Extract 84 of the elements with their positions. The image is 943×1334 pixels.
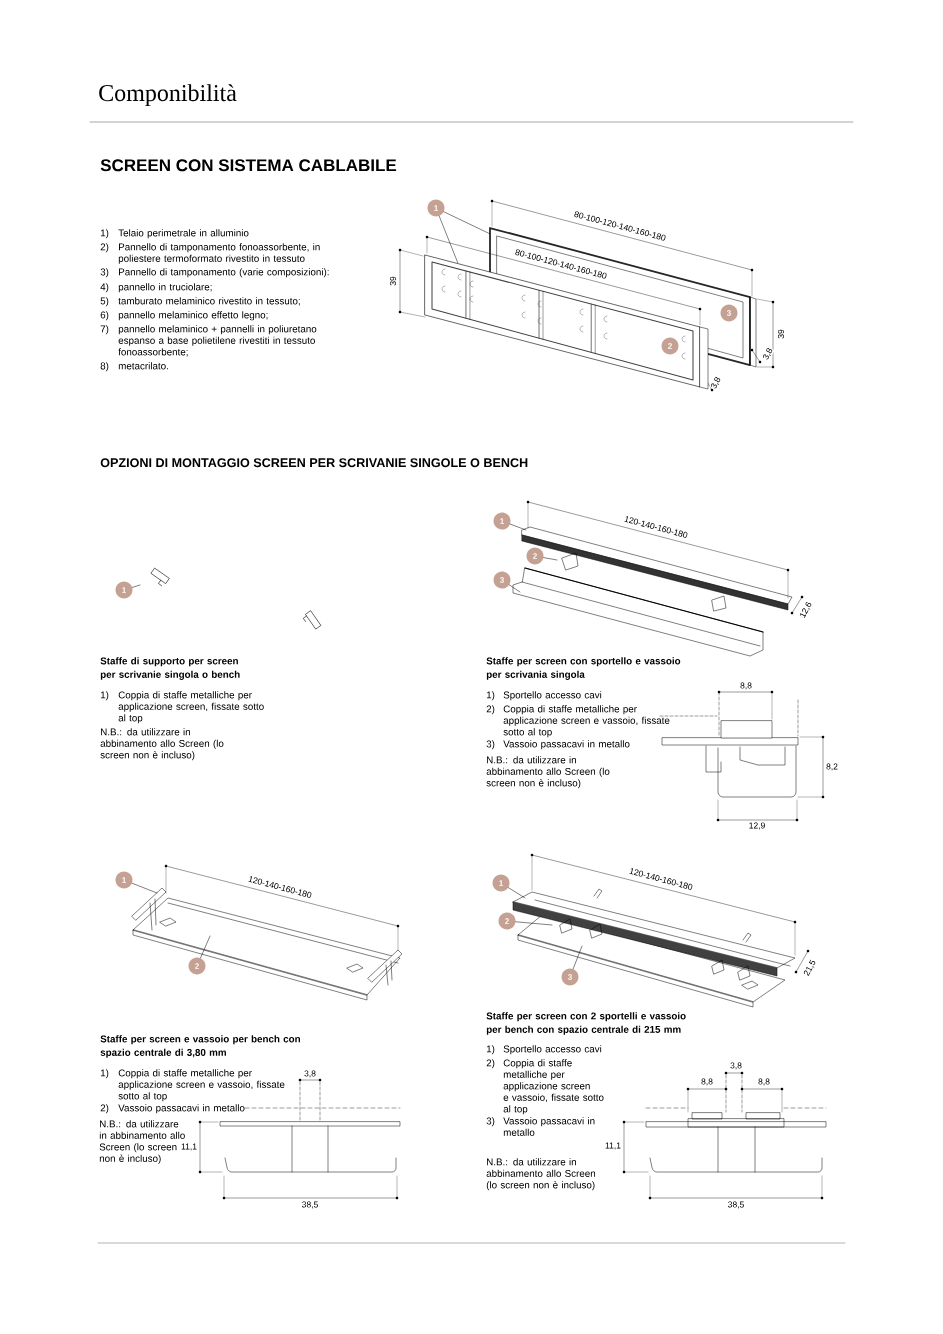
list-number: 7)	[100, 325, 109, 335]
list-number: 1)	[486, 691, 495, 701]
list-number: 1)	[100, 229, 109, 239]
list-number: 3)	[486, 1117, 495, 1127]
leader-line	[438, 215, 459, 264]
list-item: Vassoio passacavi in metallo	[503, 740, 630, 750]
dimension-label: 3,8	[761, 346, 775, 362]
list-item: pannello in truciolare;	[118, 283, 212, 293]
callout-number: 1	[115, 581, 133, 599]
leader-line	[443, 211, 491, 235]
dimension-label: 3,8	[303, 1070, 317, 1078]
list-number: 2)	[486, 1059, 495, 1069]
callout-number: 2	[661, 337, 679, 355]
callout-number: 1	[493, 512, 511, 530]
callout-number: 1	[115, 871, 133, 889]
dimension-label: 38,5	[727, 1201, 745, 1210]
note-text: N.B.: da utilizzare in abbinamento allo Screen (lo screen non è incluso)	[486, 756, 610, 789]
list-item: Vassoio passacavi in metallo	[118, 1104, 245, 1114]
list-number: 1)	[100, 691, 109, 701]
leader-line	[200, 935, 211, 959]
list-number: 3)	[100, 268, 109, 278]
list-item: Pannello di tamponamento (varie composizioni):	[119, 268, 329, 278]
leader-line	[509, 523, 527, 531]
leader-line	[543, 557, 558, 561]
callout-number: 2	[526, 547, 544, 565]
section-title: OPZIONI DI MONTAGGIO SCREEN PER SCRIVANIE SINGOLE O BENCH	[100, 458, 528, 468]
list-item: metacrilato.	[118, 362, 168, 370]
list-number: 8)	[100, 362, 109, 372]
list-item: Sportello accesso cavi	[503, 691, 602, 701]
list-item: Pannello di tamponamento fonoassorbente, in poliestere termoformato rivestito in tessuto	[118, 243, 320, 264]
list-item: tamburato melaminico rivestito in tessuto;	[118, 297, 300, 306]
callout-number: 3	[561, 968, 579, 986]
list-item: Sportello accesso cavi	[503, 1045, 602, 1055]
list-number: 2)	[486, 705, 495, 715]
dimension-label: 38,5	[301, 1201, 319, 1210]
dimension-label: 39	[389, 275, 397, 287]
dimension-label: 11,1	[180, 1143, 198, 1151]
dimension-label: 21,5	[802, 958, 818, 978]
callout-number: 1	[427, 199, 445, 217]
list-item: Coppia di staffe metalliche per applicazione screen e vassoio, fissate sotto al top	[503, 705, 670, 738]
dimension-label: 8,8	[700, 1078, 714, 1087]
option-heading: Staffe per screen e vassoio per bench con spazio centrale di 3,80 mm	[100, 1035, 300, 1058]
list-number: 5)	[100, 297, 109, 307]
section-title: SCREEN CON SISTEMA CABLABILE	[100, 159, 397, 172]
list-number: 3)	[486, 740, 495, 750]
leader-line	[509, 584, 521, 593]
note-text: N.B.: da utilizzare in abbinamento allo Screen (lo screen non è incluso)	[100, 728, 224, 761]
list-item: pannello melaminico effetto legno;	[118, 311, 268, 321]
option-heading: Staffe di supporto per screen per scrivanie singola o bench	[100, 657, 240, 680]
leader-line	[132, 584, 141, 588]
callout-number: 3	[493, 571, 511, 589]
callout-number: 1	[492, 874, 510, 892]
callout-number: 2	[498, 912, 516, 930]
dimension-label: 12,6	[798, 600, 814, 620]
leader-line	[131, 882, 158, 894]
leader-line	[572, 945, 583, 970]
list-number: 2)	[100, 1104, 109, 1114]
list-item: Coppia di staffe metalliche per applicazione screen, fissate sotto al top	[118, 691, 264, 724]
leader-line	[515, 921, 553, 926]
note-text: N.B.: da utilizzare in abbinamento allo Screen (lo screen non è incluso)	[486, 1158, 596, 1191]
dimension-label: 8,2	[825, 763, 839, 771]
dimension-label: 12,9	[748, 822, 766, 830]
option-heading: Staffe per screen con sportello e vassoio per scrivania singola	[486, 657, 681, 680]
leader-line	[508, 887, 526, 899]
dimension-label: 39	[777, 328, 785, 340]
dimension-label: 8,8	[739, 682, 753, 690]
list-item: pannello melaminico + pannelli in poliuretano espanso a base polietilene rivestiti in tessuto fonoassorbente;	[118, 325, 317, 357]
dimension-label: 11,1	[604, 1142, 622, 1150]
list-number: 1)	[100, 1069, 109, 1079]
dimension-label: 3,8	[709, 375, 723, 391]
callout-number: 3	[720, 304, 738, 322]
list-number: 6)	[100, 311, 109, 321]
page-title: Componibilità	[99, 84, 237, 106]
list-number: 4)	[100, 283, 109, 293]
dimension-label: 3,8	[729, 1062, 743, 1071]
dimension-label: 8,8	[757, 1078, 771, 1087]
list-item: Coppia di staffe metalliche per applicazione screen e vassoio, fissate sotto al top	[503, 1059, 604, 1115]
list-item: Telaio perimetrale in alluminio	[118, 229, 249, 239]
list-item: Coppia di staffe metalliche per applicazione screen e vassoio, fissate sotto al top	[118, 1069, 285, 1102]
list-number: 1)	[486, 1045, 495, 1055]
callout-number: 2	[188, 957, 206, 975]
option-heading: Staffe per screen con 2 sportelli e vassoio per bench con spazio centrale di 215 mm	[486, 1012, 686, 1035]
list-number: 2)	[100, 243, 109, 253]
list-item: Vassoio passacavi in metallo	[503, 1117, 595, 1136]
